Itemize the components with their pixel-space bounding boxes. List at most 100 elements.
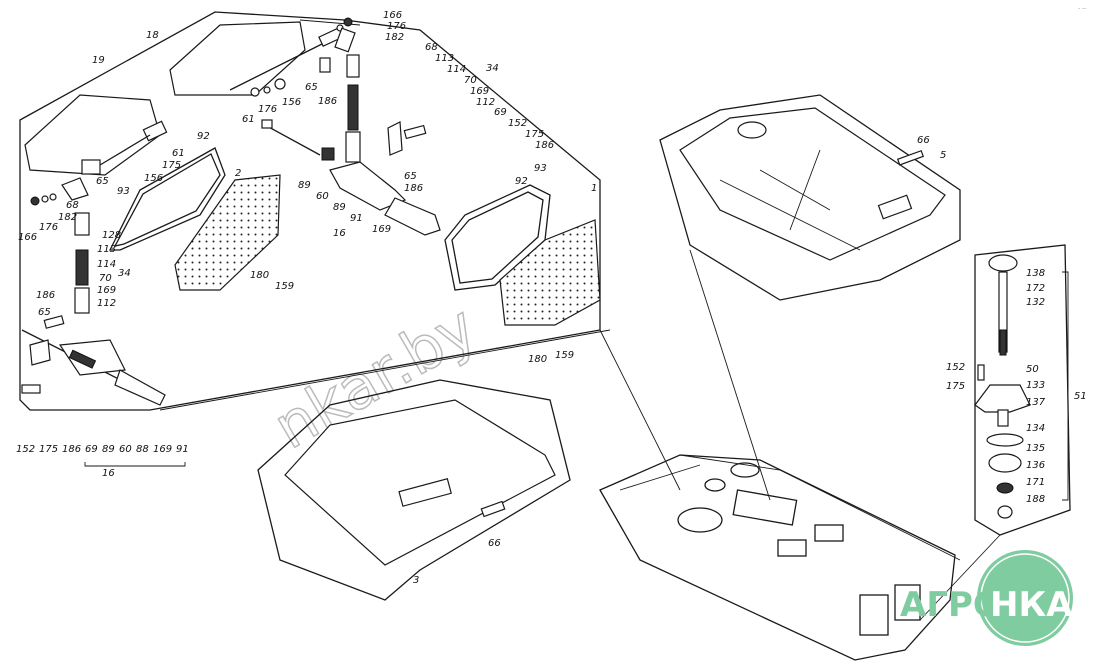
label: 152 bbox=[16, 444, 35, 455]
label: 65 bbox=[38, 307, 51, 318]
label: 50 bbox=[1026, 364, 1039, 375]
label: 176 bbox=[258, 104, 277, 115]
label: 169 bbox=[153, 444, 172, 455]
label: 175 bbox=[946, 381, 965, 392]
gasket-93-right bbox=[444, 184, 551, 291]
label: 166 bbox=[383, 10, 402, 21]
right-assembly-outline bbox=[689, 244, 1071, 621]
label: 128 bbox=[102, 230, 121, 241]
label: 60 bbox=[119, 444, 132, 455]
logo-text-right: НКА bbox=[990, 585, 1073, 625]
label: 16 bbox=[333, 228, 346, 239]
cover-plate-18 bbox=[169, 21, 306, 96]
hood-body bbox=[599, 454, 961, 661]
label: 89 bbox=[102, 444, 115, 455]
agronka-logo: АГРО НКА bbox=[900, 550, 1073, 646]
top-group-labels: 18 19 166 176 182 68 34 113 114 70 169 1… bbox=[92, 10, 554, 239]
label: 65 bbox=[96, 176, 109, 187]
label: 89 bbox=[333, 202, 346, 213]
label: 5 bbox=[940, 150, 946, 161]
label: 3 bbox=[413, 575, 419, 586]
label: 176 bbox=[387, 21, 406, 32]
label: 61 bbox=[172, 148, 185, 159]
label: 186 bbox=[535, 140, 554, 151]
label: 69 bbox=[494, 107, 507, 118]
label: 152 bbox=[946, 362, 965, 373]
label: 169 bbox=[372, 224, 391, 235]
label: 169 bbox=[97, 285, 116, 296]
label: 60 bbox=[316, 191, 329, 202]
label: 175 bbox=[525, 129, 544, 140]
label: 65 bbox=[404, 171, 417, 182]
label: 65 bbox=[305, 82, 318, 93]
label: 112 bbox=[97, 298, 116, 309]
label: 156 bbox=[144, 173, 163, 184]
label: 159 bbox=[275, 281, 294, 292]
label: 61 bbox=[242, 114, 255, 125]
label: 180 bbox=[528, 354, 547, 365]
logo-text-left: АГРО bbox=[900, 585, 1002, 625]
label: 34 bbox=[118, 268, 131, 279]
label: 171 bbox=[1026, 477, 1045, 488]
label: 138 bbox=[1026, 268, 1045, 279]
knob-assembly bbox=[974, 254, 1031, 519]
label: 69 bbox=[85, 444, 98, 455]
top-linkage bbox=[229, 17, 441, 236]
left-linkage bbox=[21, 120, 168, 406]
label: 114 bbox=[97, 259, 116, 270]
label: 34 bbox=[486, 63, 499, 74]
label: 92 bbox=[197, 131, 210, 142]
panel-labels: 2 180 159 93 92 1 180 159 3 66 66 5 bbox=[235, 135, 946, 586]
label: 91 bbox=[176, 444, 189, 455]
label: 112 bbox=[476, 97, 495, 108]
label: 18 bbox=[146, 30, 159, 41]
label: 152 bbox=[508, 118, 527, 129]
label: 93 bbox=[534, 163, 547, 174]
label: 93 bbox=[117, 186, 130, 197]
label: 51 bbox=[1074, 391, 1087, 402]
label: 132 bbox=[1026, 297, 1045, 308]
label: 92 bbox=[515, 176, 528, 187]
right-group-labels: 138 172 132 152 175 50 133 137 134 135 1… bbox=[946, 268, 1087, 505]
label: 186 bbox=[404, 183, 423, 194]
label: 66 bbox=[488, 538, 501, 549]
gasket-93-left bbox=[108, 147, 226, 251]
label: 175 bbox=[162, 160, 181, 171]
label: 169 bbox=[470, 86, 489, 97]
label: 182 bbox=[385, 32, 404, 43]
label: 176 bbox=[39, 222, 58, 233]
label: 188 bbox=[1026, 494, 1045, 505]
label: 66 bbox=[917, 135, 930, 146]
label: 159 bbox=[555, 350, 574, 361]
label: 16 bbox=[102, 468, 115, 479]
label: 113 bbox=[97, 244, 116, 255]
label: 186 bbox=[36, 290, 55, 301]
label: 136 bbox=[1026, 460, 1045, 471]
panel-1 bbox=[499, 219, 601, 326]
label: 186 bbox=[62, 444, 81, 455]
cover-panel-5 bbox=[659, 94, 961, 301]
label: 186 bbox=[318, 96, 337, 107]
label: 156 bbox=[282, 97, 301, 108]
label: 70 bbox=[464, 75, 477, 86]
label: 68 bbox=[66, 200, 79, 211]
label: 91 bbox=[350, 213, 363, 224]
label: 134 bbox=[1026, 423, 1045, 434]
cover-panel-3 bbox=[257, 379, 571, 601]
label: 113 bbox=[435, 53, 454, 64]
label: 182 bbox=[58, 212, 77, 223]
label: 1 bbox=[591, 183, 597, 194]
left-assembly-outline bbox=[19, 11, 681, 491]
label: 175 bbox=[39, 444, 58, 455]
label: 180 bbox=[250, 270, 269, 281]
corner-note: - -- bbox=[1078, 5, 1086, 12]
label: 137 bbox=[1026, 397, 1046, 408]
left-group-labels: 92 61 175 156 93 65 166 176 182 68 128 1… bbox=[16, 131, 210, 479]
panel-2 bbox=[174, 174, 281, 291]
label: 133 bbox=[1026, 380, 1045, 391]
label: 89 bbox=[298, 180, 311, 191]
label: 70 bbox=[99, 273, 112, 284]
label: 135 bbox=[1026, 443, 1045, 454]
label: 88 bbox=[136, 444, 149, 455]
